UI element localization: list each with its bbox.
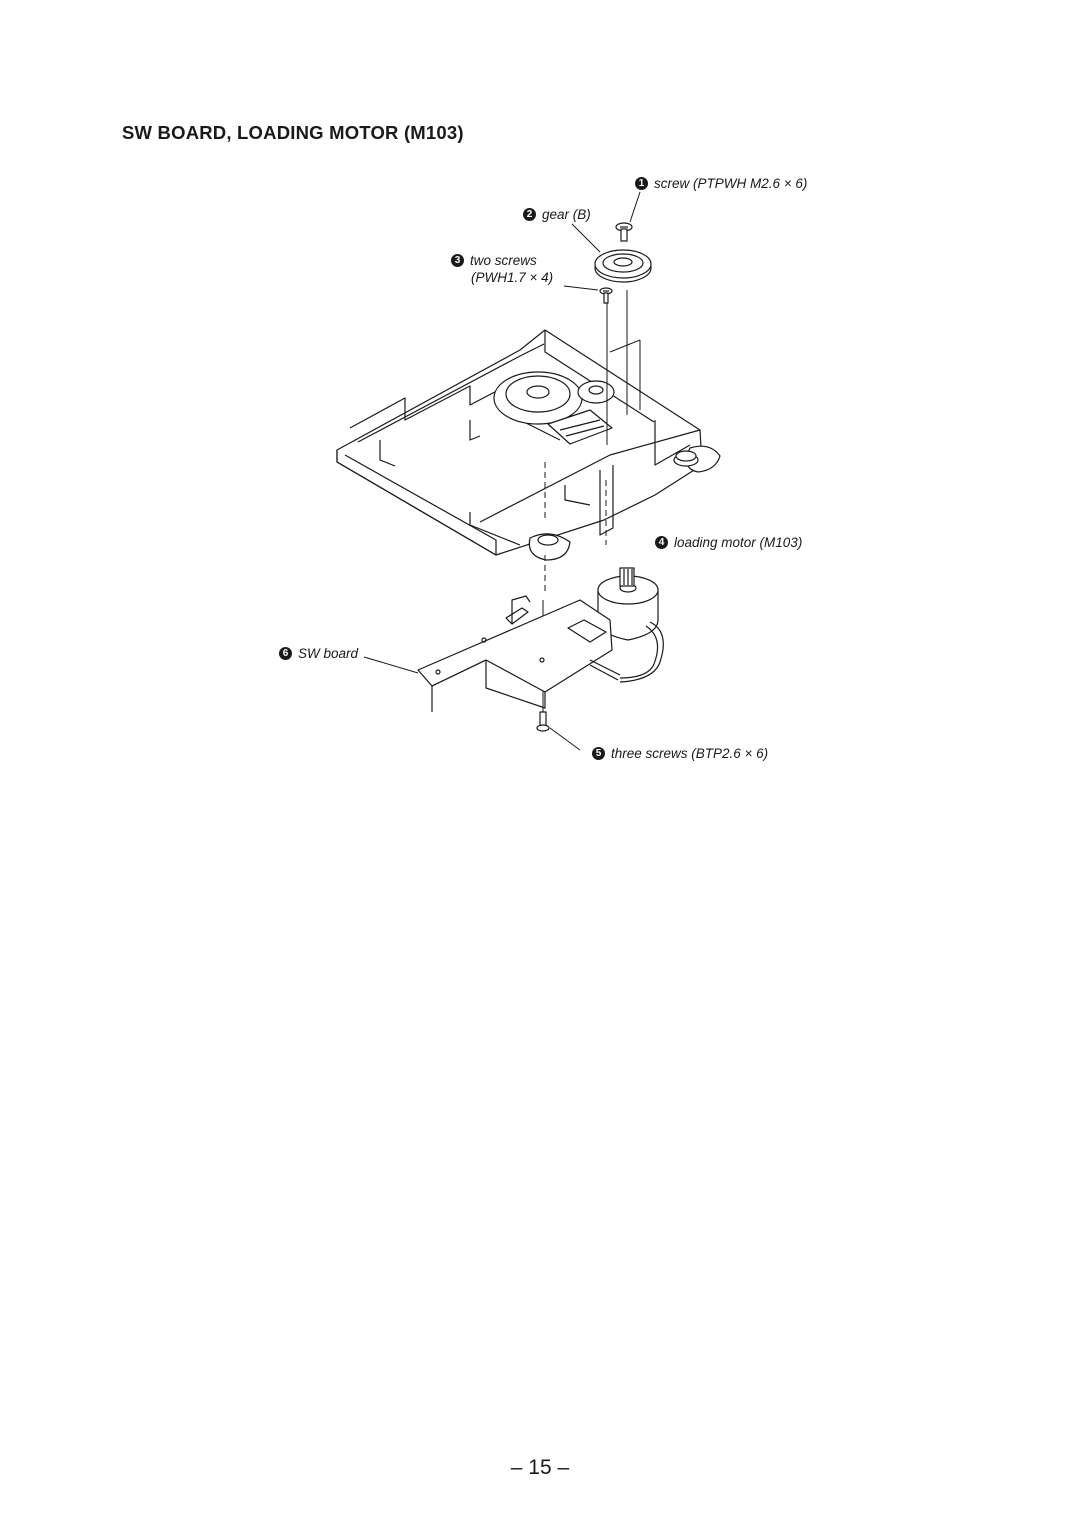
callout-three-screws: 5 three screws (BTP2.6 × 6) bbox=[592, 746, 768, 761]
callout-two-screws: 3 two screws bbox=[451, 253, 537, 268]
callout-sw-board: 6 SW board bbox=[279, 646, 358, 661]
callout-loading-motor: 4 loading motor (M103) bbox=[655, 535, 802, 550]
callout-text: SW board bbox=[298, 646, 359, 661]
callout-number: 4 bbox=[655, 536, 668, 549]
callout-gear-b: 2 gear (B) bbox=[523, 207, 591, 222]
callout-text: two screws bbox=[470, 253, 537, 268]
section-title: SW BOARD, LOADING MOTOR (M103) bbox=[122, 122, 464, 143]
sw-board-icon bbox=[417, 595, 621, 712]
callout-number: 3 bbox=[451, 254, 464, 267]
callout-text: screw (PTPWH M2.6 × 6) bbox=[654, 176, 808, 191]
callout-number: 1 bbox=[635, 177, 648, 190]
loading-motor-icon bbox=[597, 567, 664, 683]
gear-b-icon bbox=[594, 249, 652, 283]
leader-lines bbox=[363, 191, 641, 751]
page-number: – 15 – bbox=[510, 1456, 570, 1479]
screw-5-icon bbox=[536, 711, 550, 732]
callout-number: 6 bbox=[279, 647, 292, 660]
callout-number: 2 bbox=[523, 208, 536, 221]
internal-gear-mechanism bbox=[493, 371, 615, 445]
callout-text: three screws (BTP2.6 × 6) bbox=[611, 746, 769, 761]
callout-text: gear (B) bbox=[542, 207, 591, 222]
screw-3-icon bbox=[599, 287, 613, 304]
callout-number: 5 bbox=[592, 747, 605, 760]
chassis-frame bbox=[336, 329, 721, 561]
callout-screw-ptpwh: 1 screw (PTPWH M2.6 × 6) bbox=[635, 176, 807, 191]
screw-1-icon bbox=[615, 222, 633, 242]
callout-text: loading motor (M103) bbox=[674, 535, 803, 550]
callout-two-screws-spec: (PWH1.7 × 4) bbox=[471, 270, 554, 285]
